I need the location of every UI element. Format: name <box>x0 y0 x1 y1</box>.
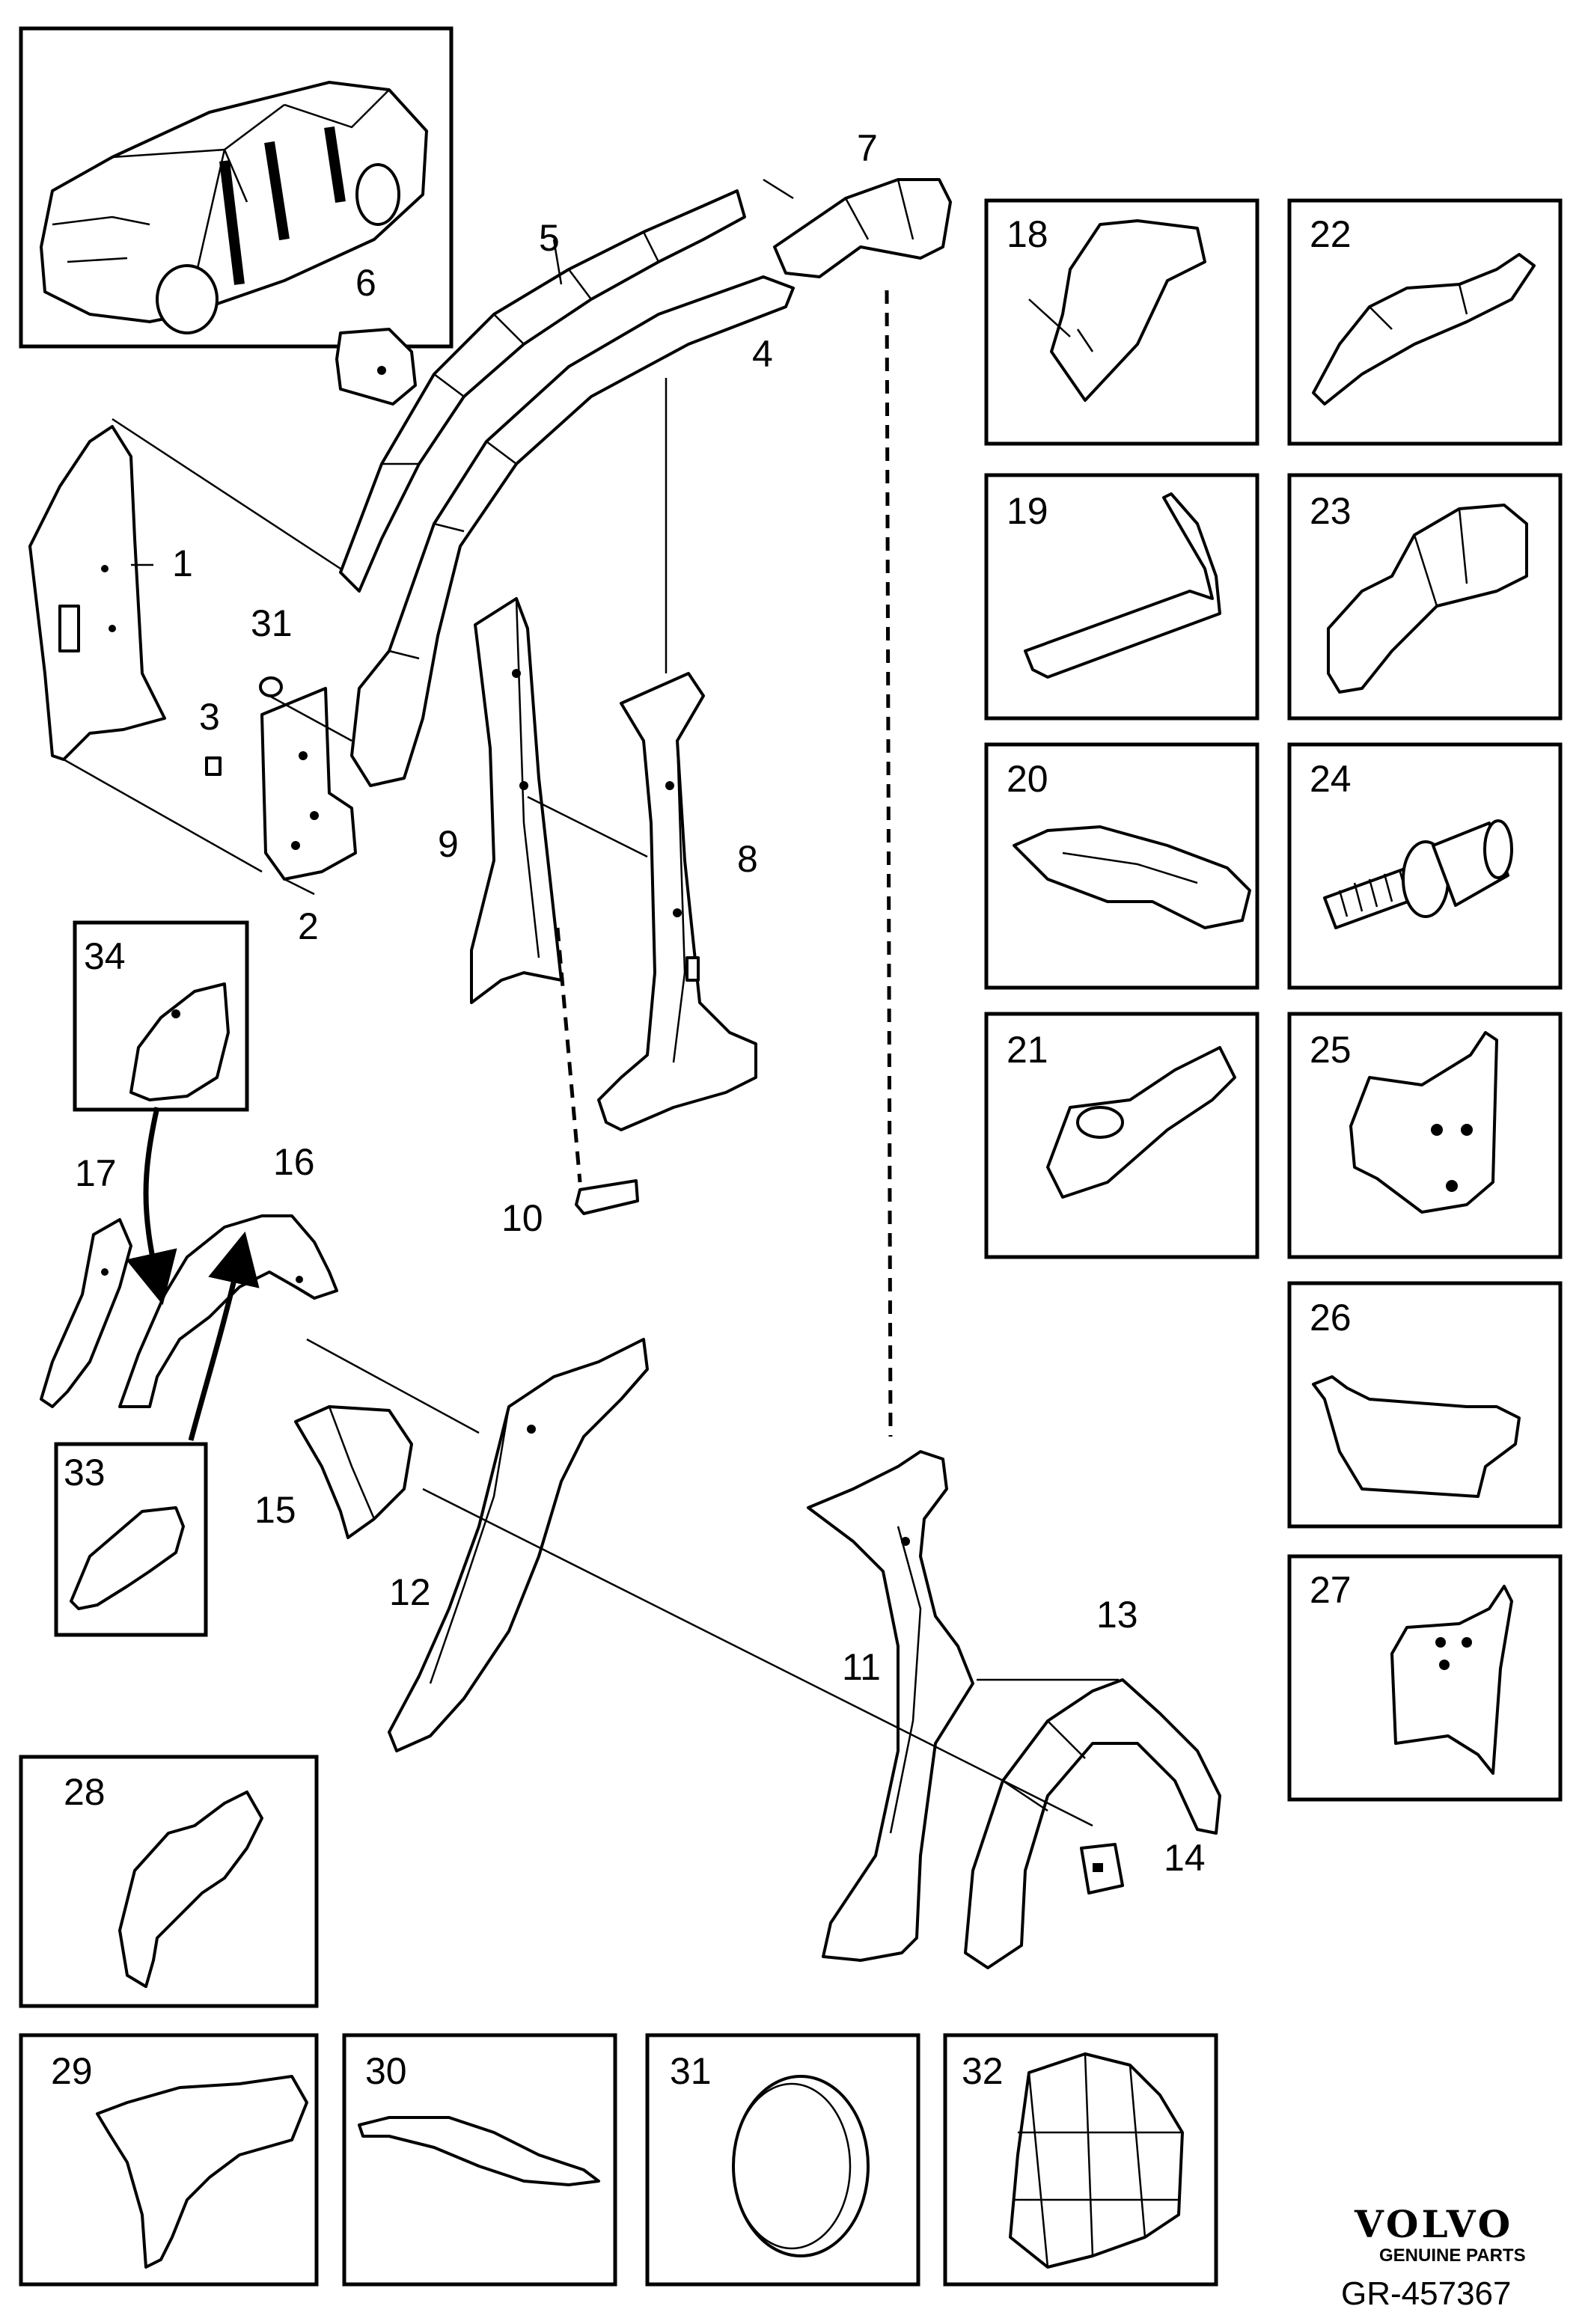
dashed-connector-9-10 <box>555 927 582 1183</box>
callout-3: 3 <box>199 696 220 738</box>
part-5 <box>339 189 746 593</box>
panel-23-label: 23 <box>1310 490 1352 532</box>
panel-20-label: 20 <box>1007 758 1048 800</box>
panel-34: 34 <box>73 920 249 1112</box>
panel-30: 30 <box>342 2033 617 2287</box>
callout-16: 16 <box>273 1141 315 1183</box>
part-8 <box>597 672 757 1131</box>
volvo-logo: VOLVO <box>1354 2202 1513 2246</box>
genuine-parts-text: GENUINE PARTS <box>1379 2245 1526 2266</box>
panel-25: 25 <box>1287 1012 1563 1259</box>
panel-18: 18 <box>984 198 1259 446</box>
vehicle-overview <box>19 26 454 349</box>
panel-26: 26 <box>1287 1281 1563 1529</box>
callout-5: 5 <box>539 217 560 259</box>
part-10 <box>575 1179 639 1215</box>
arrow-34-to-16 <box>126 1107 177 1306</box>
part-15 <box>294 1405 413 1539</box>
callout-6: 6 <box>355 262 376 304</box>
panel-22-label: 22 <box>1310 213 1352 255</box>
part-31-ring <box>259 676 283 697</box>
callout-13: 13 <box>1096 1594 1138 1636</box>
panel-29: 29 <box>19 2033 319 2287</box>
reference-number: GR-457367 <box>1341 2275 1511 2312</box>
panel-18-label: 18 <box>1007 213 1048 255</box>
callout-17: 17 <box>75 1152 117 1194</box>
part-3 <box>205 756 222 776</box>
panel-28-label: 28 <box>64 1771 106 1813</box>
part-13 <box>964 1678 1221 1969</box>
panel-32: 32 <box>943 2033 1218 2287</box>
panel-26-label: 26 <box>1310 1297 1352 1339</box>
dashed-connector-7-11 <box>885 290 893 1437</box>
callout-7: 7 <box>857 127 878 169</box>
panel-21: 21 <box>984 1012 1259 1259</box>
part-1 <box>28 425 166 761</box>
part-11 <box>807 1450 974 1962</box>
callout-4: 4 <box>752 333 773 375</box>
part-17 <box>40 1218 132 1408</box>
part-16 <box>118 1214 338 1408</box>
callout-31: 31 <box>251 602 293 644</box>
panel-24: 24 <box>1287 742 1563 990</box>
part-12 <box>388 1338 649 1752</box>
panel-31-label: 31 <box>670 2050 712 2092</box>
callout-labels: 1 2 3 4 5 6 7 8 9 10 11 12 13 14 15 16 1… <box>75 127 1206 1879</box>
panel-20: 20 <box>984 742 1259 990</box>
part-4 <box>350 275 795 787</box>
leader-lines <box>63 178 1119 1827</box>
callout-14: 14 <box>1164 1837 1206 1879</box>
part-9 <box>470 597 563 1004</box>
panel-33: 33 <box>54 1442 208 1637</box>
callout-9: 9 <box>438 823 459 865</box>
volvo-brand-block: VOLVO GENUINE PARTS GR-457367 <box>1341 2202 1526 2312</box>
panel-30-label: 30 <box>365 2050 407 2092</box>
callout-12: 12 <box>389 1571 431 1613</box>
panel-22: 22 <box>1287 198 1563 446</box>
panel-31: 31 <box>645 2033 920 2287</box>
panel-34-label: 34 <box>84 935 126 977</box>
callout-15: 15 <box>254 1489 296 1531</box>
callout-1: 1 <box>172 542 193 584</box>
panel-28: 28 <box>19 1755 319 2008</box>
part-2 <box>260 687 357 881</box>
callout-10: 10 <box>501 1197 543 1239</box>
part-14 <box>1080 1843 1124 1895</box>
callout-2: 2 <box>298 905 319 947</box>
panel-29-label: 29 <box>51 2050 93 2092</box>
part-6 <box>335 328 417 406</box>
panel-23: 23 <box>1287 473 1563 721</box>
panel-33-label: 33 <box>64 1452 106 1493</box>
panel-24-label: 24 <box>1310 758 1352 800</box>
panel-32-label: 32 <box>962 2050 1004 2092</box>
panel-21-label: 21 <box>1007 1029 1048 1071</box>
panel-27: 27 <box>1287 1554 1563 1802</box>
part-7 <box>773 178 952 278</box>
callout-8: 8 <box>737 838 758 880</box>
panel-19-label: 19 <box>1007 490 1048 532</box>
callout-11: 11 <box>842 1646 881 1688</box>
panel-19: 19 <box>984 473 1259 721</box>
panel-25-label: 25 <box>1310 1029 1352 1071</box>
arrow-33-to-16 <box>188 1231 260 1441</box>
panel-27-label: 27 <box>1310 1569 1352 1611</box>
